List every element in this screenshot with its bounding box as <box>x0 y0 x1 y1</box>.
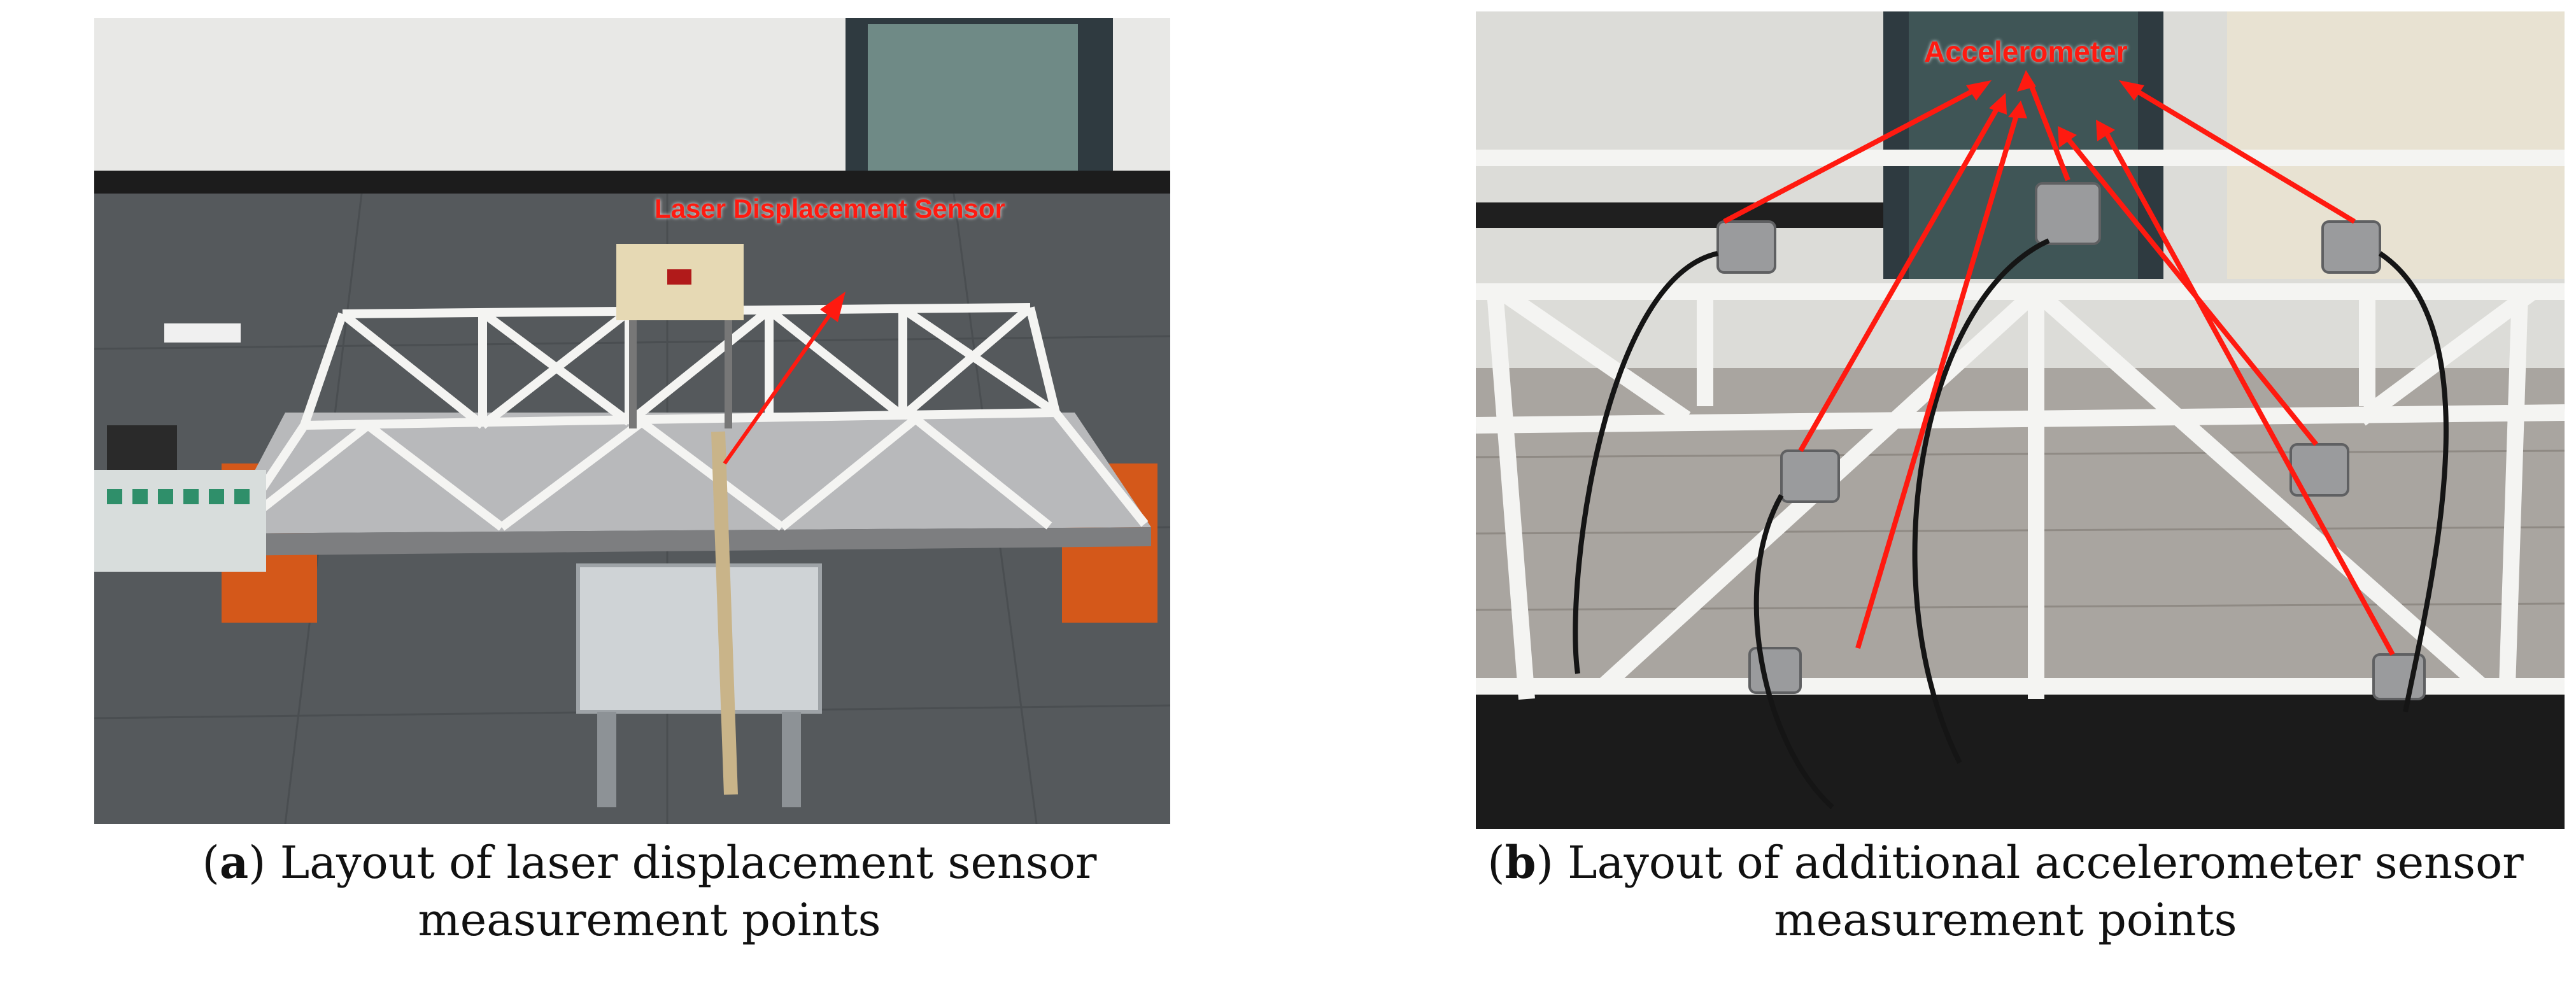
caption-b-text: Layout of additional accelerometer senso… <box>1568 837 2524 946</box>
laser-sensor-callout: Laser Displacement Sensor <box>655 194 1005 223</box>
caption-a-letter: a <box>219 836 249 889</box>
caption-b: (b) Layout of additional accelerometer s… <box>1487 836 2524 946</box>
photo-panel-a: Laser Displacement Sensor <box>94 18 1170 824</box>
caption-a-text: Layout of laser displacement sensor meas… <box>280 837 1097 946</box>
laser-sensor-photo <box>94 18 1170 824</box>
accelerometer-callout: Accelerometer <box>1924 35 2128 68</box>
accelerometer-photo <box>1476 11 2565 829</box>
caption-b-letter: b <box>1504 836 1536 889</box>
caption-a: (a) Layout of laser displacement sensor … <box>202 836 1097 946</box>
photo-panel-b: Accelerometer <box>1476 11 2565 829</box>
